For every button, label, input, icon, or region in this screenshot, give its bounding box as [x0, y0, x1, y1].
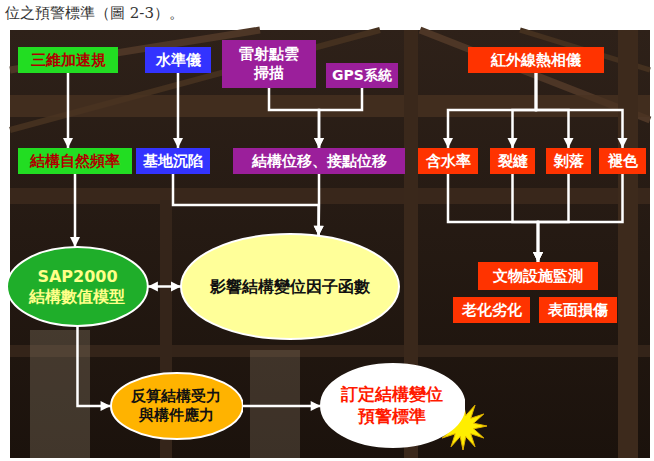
arrowhead	[171, 282, 181, 292]
arrowhead	[311, 401, 321, 411]
node-text: 紅外線熱相儀	[491, 51, 581, 70]
measurement-box: 基地沉陷	[136, 148, 210, 174]
connector	[536, 73, 628, 148]
measurement-box: 剝落	[546, 148, 591, 174]
node-text: SAP2000 結構數值模型	[21, 267, 133, 307]
criterion-ellipse: 訂定結構變位 預警標準	[320, 363, 466, 448]
connector	[173, 174, 324, 236]
measurement-box: 結構位移、接點位移	[233, 148, 405, 174]
ellipse-shape	[181, 234, 399, 339]
node-text: 水準儀	[156, 51, 201, 70]
connector	[314, 88, 362, 148]
measurement-box: 褪色	[599, 148, 646, 174]
arrowhead	[533, 252, 543, 262]
measurement-box: 結構自然頻率	[18, 148, 132, 174]
arrowhead	[101, 401, 111, 411]
result-box: 老化劣化	[453, 297, 530, 323]
node-text: 基地沉陷	[143, 152, 203, 171]
node-text: 結構位移、接點位移	[252, 152, 387, 171]
arrowhead	[508, 138, 518, 148]
node-text: 文物設施監測	[493, 267, 583, 286]
connector-line	[538, 174, 623, 262]
node-text: 結構自然頻率	[30, 152, 120, 171]
ellipse-shape	[7, 247, 148, 326]
connector	[70, 174, 80, 247]
connector-line	[269, 88, 319, 148]
connector	[314, 174, 324, 236]
node-text: 含水率	[426, 152, 471, 171]
node-text: 褪色	[608, 152, 638, 171]
connector	[242, 401, 320, 411]
connector-line	[177, 73, 180, 148]
post	[618, 30, 638, 458]
instrument-box: 三維加速規	[18, 47, 118, 73]
model-ellipse: SAP2000 結構數值模型	[6, 246, 149, 327]
arrowhead	[70, 237, 80, 247]
node-text: 裂縫	[498, 152, 528, 171]
arrowhead	[618, 138, 628, 148]
node-text: 雷射點雲 掃描	[234, 45, 304, 83]
connector-line	[513, 174, 539, 262]
connector	[269, 88, 324, 148]
connector	[63, 73, 73, 148]
connector	[173, 73, 183, 148]
photo-ground	[10, 30, 650, 458]
instrument-box: 水準儀	[145, 47, 211, 73]
connector-line	[448, 73, 536, 148]
connector-line	[242, 405, 320, 408]
arrowhead	[173, 138, 183, 148]
result-box: 表面損傷	[539, 297, 617, 323]
connector-line	[448, 174, 538, 262]
node-text: 表面損傷	[548, 301, 608, 320]
arrowhead	[314, 138, 324, 148]
ellipse-shape	[111, 373, 243, 439]
beam	[10, 188, 650, 204]
connector	[148, 282, 181, 292]
instrument-box: GPS系統	[326, 63, 398, 88]
instrument-box: 紅外線熱相儀	[468, 47, 604, 73]
window-light	[250, 350, 300, 458]
arrowhead	[443, 138, 453, 148]
monitoring-box: 文物設施監測	[478, 262, 598, 290]
connector	[443, 73, 536, 148]
text-fragment: 位之預警標準（圖 2-3）。	[5, 4, 184, 23]
connector-line	[173, 174, 319, 236]
connector	[448, 174, 543, 262]
connector-line	[77, 326, 110, 406]
arrowhead	[314, 138, 324, 148]
connector-line	[513, 73, 537, 148]
window-light	[30, 330, 90, 458]
beam	[10, 345, 650, 357]
arrowhead	[533, 252, 543, 262]
node-text: 反算結構受力 與構件應力	[126, 387, 226, 425]
analysis-ellipse: 反算結構受力 與構件應力	[110, 372, 244, 440]
node-text: GPS系統	[332, 67, 392, 85]
connector	[77, 326, 110, 411]
measurement-box: 裂縫	[490, 148, 535, 174]
arrowhead	[564, 138, 574, 148]
connector-line	[319, 88, 362, 148]
ellipse-shape	[321, 364, 465, 447]
arrowhead	[533, 252, 543, 262]
connector-line	[536, 73, 623, 148]
arrowhead	[63, 138, 73, 148]
instrument-box: 雷射點雲 掃描	[222, 40, 316, 88]
node-text: 剝落	[554, 152, 584, 171]
node-text: 訂定結構變位 預警標準	[335, 384, 449, 427]
function-ellipse: 影響結構變位因子函數	[180, 233, 400, 340]
connector-line	[74, 174, 77, 247]
beam	[10, 95, 650, 117]
node-text: 三維加速規	[31, 51, 106, 70]
node-text: 影響結構變位因子函數	[210, 277, 370, 297]
arrowhead	[533, 252, 543, 262]
connector-line	[67, 73, 70, 148]
node-text: 老化劣化	[462, 301, 522, 320]
connector	[508, 73, 537, 148]
connector-line	[538, 174, 569, 262]
connector	[533, 174, 623, 262]
arrowhead	[148, 282, 158, 292]
measurement-box: 含水率	[418, 148, 478, 174]
